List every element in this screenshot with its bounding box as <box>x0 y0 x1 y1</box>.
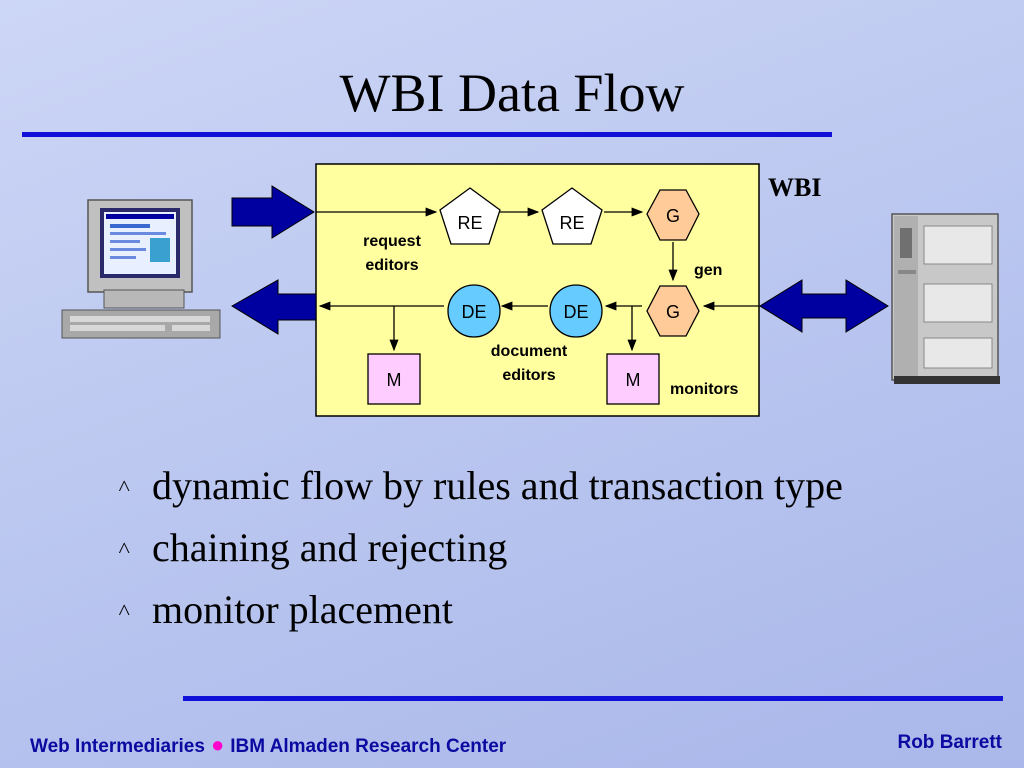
incoming-request-arrow <box>231 185 315 239</box>
request-editors-label-line2: editors <box>365 257 418 274</box>
request-editor-node-2-label: RE <box>559 213 584 233</box>
server-icon <box>891 213 1000 384</box>
generator-node-top: G <box>646 189 700 241</box>
monitor-node-2-label: M <box>626 370 641 390</box>
document-editors-label-line1: document <box>491 343 568 360</box>
title-rule <box>22 132 832 137</box>
document-editor-node-1-label: DE <box>461 302 486 322</box>
footer-project: Web Intermediaries <box>30 736 205 757</box>
footer-left: Web Intermediaries●IBM Almaden Research … <box>30 732 506 758</box>
document-editor-node-2-label: DE <box>563 302 588 322</box>
document-editor-node-2: DE <box>549 284 603 338</box>
generator-node-top-label: G <box>666 206 680 226</box>
footer-organization: IBM Almaden Research Center <box>230 736 507 757</box>
bullet-text: dynamic flow by rules and transaction ty… <box>152 463 843 508</box>
monitor-node-1-label: M <box>387 370 402 390</box>
server-bidirectional-arrow <box>759 279 889 333</box>
bullet-list: ˄ dynamic flow by rules and transaction t… <box>118 462 843 648</box>
wbi-label: WBI <box>768 173 821 202</box>
document-editors-label-line2: editors <box>502 367 555 384</box>
bullet-text: monitor placement <box>152 587 454 632</box>
generator-node-bottom: G <box>646 285 700 337</box>
bullet-text: chaining and rejecting <box>152 525 508 570</box>
bullet-item: ˄ chaining and rejecting <box>118 524 843 586</box>
request-editors-label-line1: request <box>363 233 421 250</box>
monitor-node-2: M <box>606 353 660 405</box>
gen-label: gen <box>694 262 722 279</box>
data-flow-diagram: RE RE G G DE DE M M WBI request editors … <box>61 163 1000 417</box>
bullet-item: ˄ dynamic flow by rules and transaction t… <box>118 462 843 524</box>
bullet-marker-icon: ˄ <box>118 535 131 560</box>
monitors-label: monitors <box>670 381 739 398</box>
outgoing-response-arrow <box>231 279 317 335</box>
slide-title: WBI Data Flow <box>339 63 685 123</box>
monitor-node-1: M <box>367 353 421 405</box>
request-editor-node-2: RE <box>541 187 603 245</box>
footer-dot-icon: ● <box>210 732 225 757</box>
request-editor-node-1: RE <box>439 187 501 245</box>
document-editor-node-1: DE <box>447 284 501 338</box>
bullet-marker-icon: ˄ <box>118 597 131 622</box>
bullet-item: ˄ monitor placement <box>118 586 843 648</box>
footer-author: Rob Barrett <box>897 732 1002 753</box>
generator-node-bottom-label: G <box>666 302 680 322</box>
request-editor-node-1-label: RE <box>457 213 482 233</box>
bullet-marker-icon: ˄ <box>118 473 131 498</box>
client-computer-icon <box>61 199 221 339</box>
footer-rule <box>183 696 1003 701</box>
